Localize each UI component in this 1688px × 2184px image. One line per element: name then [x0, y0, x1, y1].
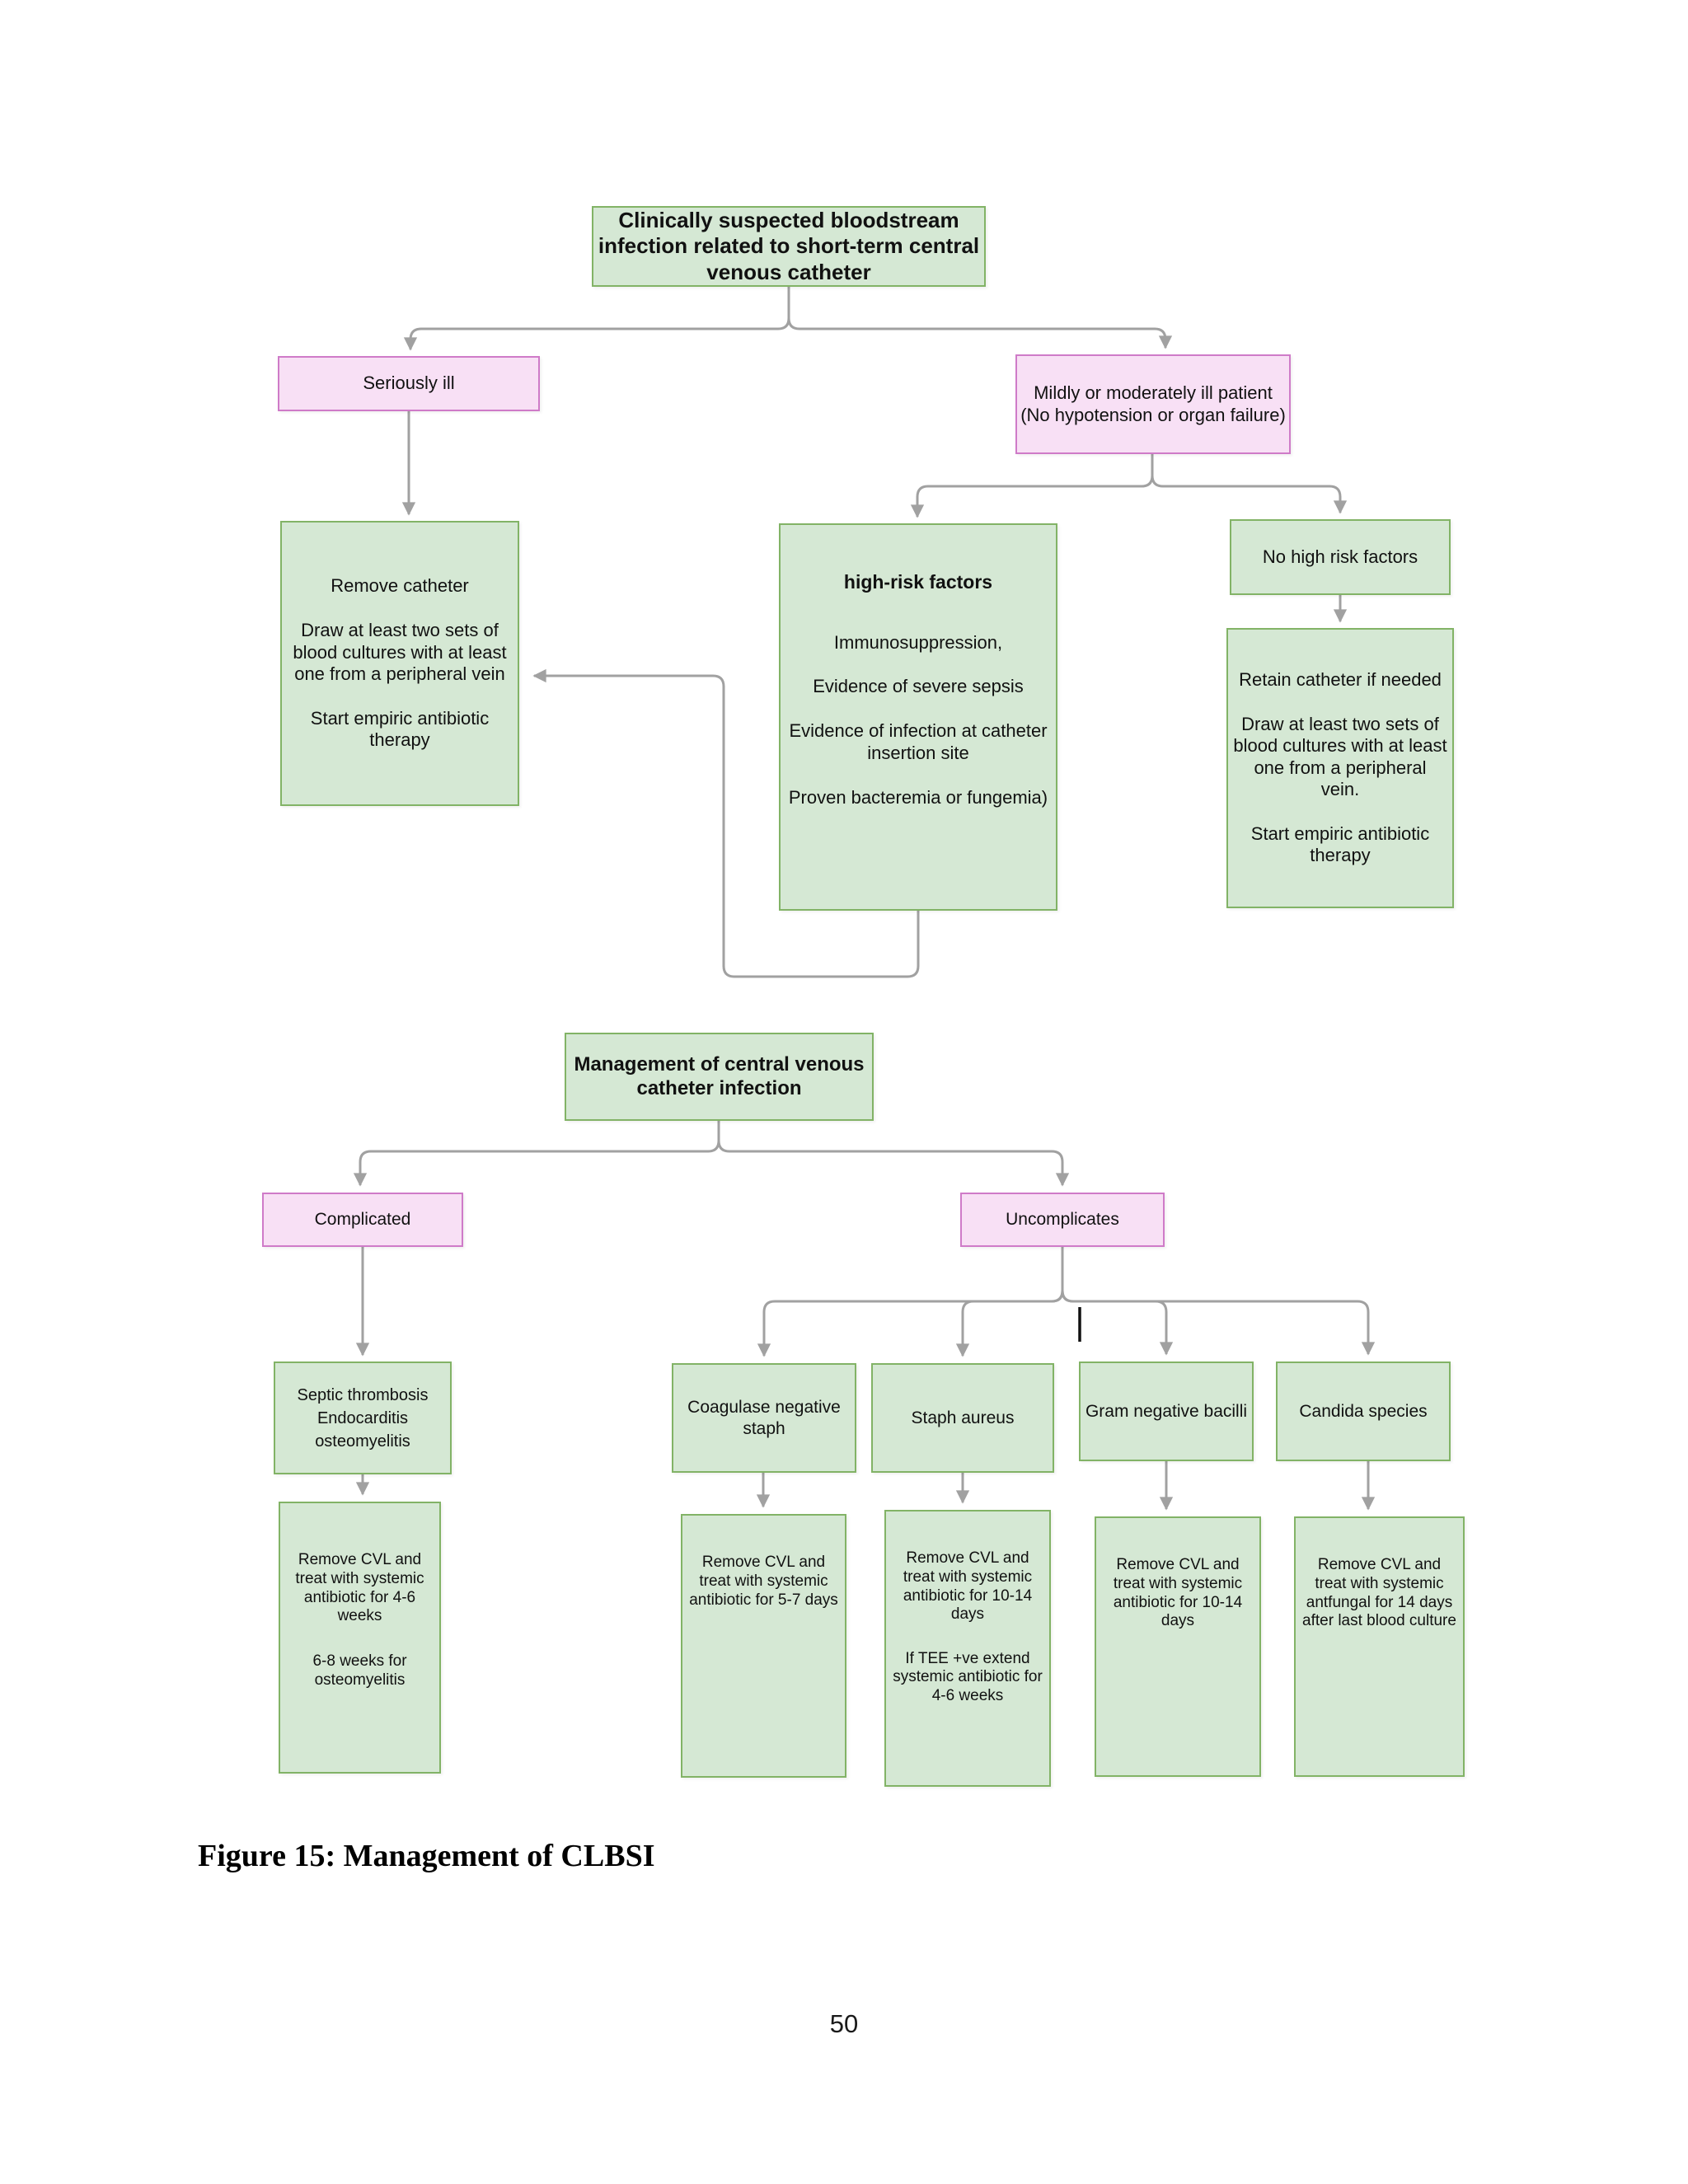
node-treatment-gram-negative: Remove CVL and treat with systemic antib…	[1095, 1516, 1261, 1777]
node-management-cvc-infection: Management of central venous catheter in…	[565, 1033, 874, 1121]
node-text: Management of central venous catheter in…	[574, 1052, 865, 1099]
node-text-line: Start empiric antibiotic therapy	[1250, 823, 1430, 866]
node-text: Staph aureus	[911, 1408, 1015, 1427]
node-text-line: Immunosuppression,	[833, 631, 1003, 653]
node-text: Uncomplicates	[1006, 1210, 1119, 1230]
node-text-line: Remove CVL and treat with systemic antib…	[689, 1554, 838, 1609]
node-text: Complicated	[314, 1210, 411, 1230]
connector-mgmt-to-uncomplicated	[717, 1140, 1070, 1187]
node-septic-thrombosis: Septic thrombosis Endocarditis osteomyel…	[274, 1361, 452, 1474]
node-text-line: Remove CVL and treat with systemic antib…	[903, 1549, 1033, 1624]
node-no-high-risk-factors: No high risk factors	[1230, 519, 1451, 595]
connector-uncomplicated-to-gram	[1061, 1290, 1174, 1356]
node-uncomplicated: Uncomplicates	[960, 1193, 1165, 1247]
node-text-line: Draw at least two sets of blood cultures…	[1233, 714, 1447, 800]
node-text-line: Draw at least two sets of blood cultures…	[293, 620, 507, 684]
node-text-line: Remove CVL and treat with systemic antib…	[295, 1551, 424, 1625]
node-text: Candida species	[1299, 1401, 1428, 1421]
page-number: 50	[829, 2009, 859, 2038]
node-text-line: Start empiric antibiotic therapy	[310, 707, 490, 751]
node-text: Coagulase negative staph	[687, 1398, 841, 1438]
connector-mgmt-to-complicated	[353, 1140, 720, 1187]
node-organism-coagulase-negative-staph: Coagulase negative staph	[672, 1363, 856, 1473]
node-text: Seriously ill	[363, 373, 455, 394]
node-text: Gram negative bacilli	[1085, 1401, 1248, 1421]
node-organism-staph-aureus: Staph aureus	[871, 1363, 1054, 1473]
node-text-line: Endocarditis	[316, 1408, 409, 1427]
node-remove-catheter: Remove catheter Draw at least two sets o…	[280, 521, 519, 806]
node-text-line: Remove CVL and treat with systemic antib…	[1113, 1556, 1243, 1630]
node-text-line: 6-8 weeks for osteomyelitis	[312, 1652, 407, 1690]
connector-mildly-to-highrisk	[910, 475, 1154, 518]
node-retain-catheter: Retain catheter if needed Draw at least …	[1226, 628, 1454, 908]
connector-root-to-seriously-ill	[403, 317, 790, 351]
connector-uncomplicated-to-candida	[1061, 1290, 1376, 1356]
node-text: Mildly or moderately ill patient (No hyp…	[1020, 382, 1286, 425]
node-text-line: Septic thrombosis	[297, 1385, 429, 1404]
figure-caption: Figure 15: Management of CLBSI	[198, 1839, 655, 1873]
node-text-line: Evidence of severe sepsis	[813, 676, 1024, 697]
node-text: Clinically suspected bloodstream infecti…	[598, 208, 980, 284]
node-complicated: Complicated	[262, 1193, 463, 1247]
node-organism-candida-species: Candida species	[1276, 1361, 1451, 1461]
connector-root-to-mildly-ill	[787, 317, 1173, 349]
connector-uncomplicated-to-coagulase	[757, 1290, 1064, 1357]
node-title: high-risk factors	[843, 571, 993, 593]
node-high-risk-factors: high-risk factors Immunosuppression, Evi…	[779, 523, 1057, 911]
node-seriously-ill: Seriously ill	[278, 356, 540, 411]
connector-mildly-to-nohighrisk	[1151, 475, 1348, 514]
node-treatment-coagulase: Remove CVL and treat with systemic antib…	[681, 1514, 846, 1778]
node-clinically-suspected: Clinically suspected bloodstream infecti…	[592, 206, 986, 287]
node-text-line: osteomyelitis	[315, 1432, 410, 1451]
node-text-line: Proven bacteremia or fungemia)	[788, 786, 1048, 808]
node-treatment-complicated: Remove CVL and treat with systemic antib…	[279, 1502, 441, 1774]
node-treatment-staph-aureus: Remove CVL and treat with systemic antib…	[884, 1510, 1051, 1787]
node-text-line: If TEE +ve extend systemic antibiotic fo…	[893, 1649, 1043, 1705]
node-text-line: Remove catheter	[331, 575, 469, 597]
node-text-line: Retain catheter if needed	[1239, 669, 1442, 691]
node-treatment-candida: Remove CVL and treat with systemic antfu…	[1294, 1516, 1465, 1777]
node-organism-gram-negative-bacilli: Gram negative bacilli	[1079, 1361, 1254, 1461]
node-text: No high risk factors	[1262, 546, 1418, 567]
node-text-line: Evidence of infection at catheter insert…	[789, 720, 1048, 763]
node-mildly-moderately-ill: Mildly or moderately ill patient (No hyp…	[1015, 354, 1291, 454]
node-text-line: Remove CVL and treat with systemic antfu…	[1302, 1556, 1456, 1630]
connector-uncomplicated-to-staph	[955, 1290, 1064, 1357]
